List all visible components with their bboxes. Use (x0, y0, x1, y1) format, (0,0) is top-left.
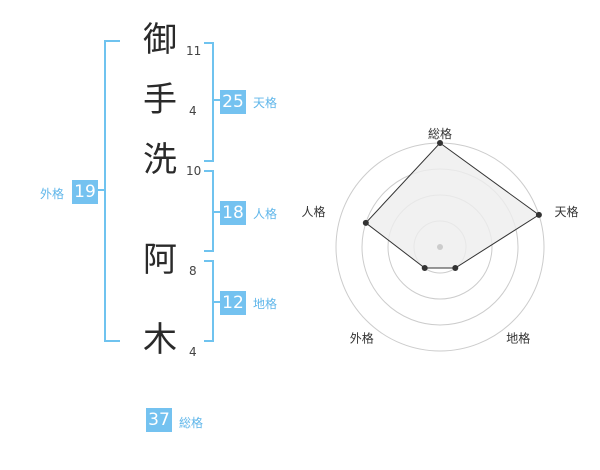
tenkaku-connector (212, 99, 220, 101)
chikaku-score: 12 (220, 291, 246, 315)
stroke-count-4: 8 (189, 264, 197, 278)
gaikaku-label: 外格 (40, 187, 65, 201)
radar-axis-label-5: 人格 (301, 204, 325, 219)
radar-point-5 (362, 219, 369, 226)
name-char-3: 洗 (143, 140, 177, 180)
gaikaku-score: 19 (72, 180, 98, 204)
radar-axis-label-4: 外格 (350, 331, 374, 346)
chikaku-label: 地格 (253, 297, 278, 311)
tenkaku-label: 天格 (253, 96, 278, 110)
radar-axis-label-3: 地格 (506, 331, 530, 346)
gaikaku-connector (98, 189, 106, 191)
stroke-count-2: 4 (189, 104, 197, 118)
radar-point-3 (452, 265, 459, 272)
radar-axis-label-1: 総格 (428, 126, 452, 141)
name-char-5: 木 (143, 320, 177, 360)
stroke-count-3: 10 (186, 164, 202, 178)
name-char-2: 手 (143, 80, 177, 120)
tenkaku-score: 25 (220, 90, 246, 114)
soukaku-label: 総格 (179, 416, 204, 430)
radar-value-polygon (365, 142, 540, 269)
radar-point-1 (437, 140, 443, 146)
stroke-count-1: 11 (186, 44, 202, 58)
chikaku-connector (212, 301, 220, 303)
jinkaku-label: 人格 (253, 207, 278, 221)
radar-points (362, 140, 542, 272)
radar-point-2 (535, 211, 542, 218)
name-char-1: 御 (143, 20, 177, 60)
jinkaku-connector (212, 211, 220, 213)
soukaku-score: 37 (146, 408, 172, 432)
stroke-count-5: 4 (189, 345, 197, 359)
tenkaku-bracket (204, 42, 214, 162)
jinkaku-score: 18 (220, 201, 246, 225)
radar-axis-label-2: 天格 (554, 204, 578, 219)
gaikaku-bracket (104, 40, 120, 342)
radar-center-dot (437, 244, 443, 250)
name-char-4: 阿 (143, 240, 177, 280)
radar-point-4 (421, 265, 428, 272)
